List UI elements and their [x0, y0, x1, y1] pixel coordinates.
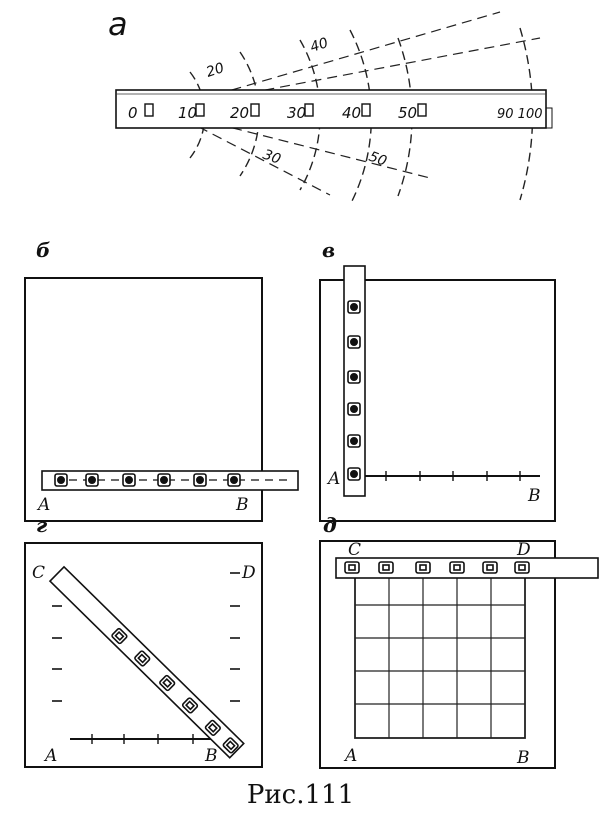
arc-label: 50 [367, 149, 389, 170]
panel-b: б A B [24, 238, 299, 522]
panel-d: д C D A B [319, 513, 599, 769]
label-a: A [343, 746, 357, 766]
ruler-label: 30 [287, 104, 306, 122]
ruler-label: 40 [342, 104, 361, 122]
label-b: B [235, 495, 249, 515]
label-a: A [326, 469, 340, 489]
panel-v-letter: в [322, 238, 335, 262]
panel-a-letter: а [108, 5, 128, 43]
panel-g-letter: г [36, 513, 48, 537]
panel-a: а 0 10 20 30 40 50 90 100 [108, 5, 553, 206]
ruler-labels: 0 10 20 30 40 50 90 100 [128, 104, 543, 122]
label-c: C [348, 540, 361, 560]
ruler-label: 0 [128, 104, 138, 122]
label-a: A [36, 495, 50, 515]
ruler-label: 50 [398, 104, 417, 122]
strip-d-holes [344, 561, 530, 574]
panel-g: г [24, 513, 263, 768]
figure-caption: Рис.111 [246, 780, 355, 810]
board-d [319, 540, 556, 769]
ruler-label: 20 [230, 104, 249, 122]
arc-label: 40 [308, 35, 330, 56]
label-d: D [516, 540, 531, 560]
axis-ticks [385, 471, 521, 481]
label-b: B [516, 748, 530, 768]
strip-d [335, 557, 599, 579]
axis-ticks [91, 734, 194, 744]
strip-b-holes [54, 473, 241, 487]
side-dashes [52, 572, 240, 702]
arc-label: 20 [204, 60, 226, 81]
ruler-holes [144, 103, 427, 117]
ruler-label: 10 [178, 104, 197, 122]
arc-label: 30 [261, 147, 283, 168]
label-d: D [241, 563, 256, 583]
panel-b-letter: б [36, 238, 50, 262]
label-b: B [204, 746, 218, 766]
label-b: B [527, 486, 541, 506]
strip-g [48, 565, 245, 759]
ruler-label: 90 100 [497, 107, 543, 122]
label-a: A [43, 746, 57, 766]
panel-v: в A B [319, 238, 556, 522]
label-c: C [32, 563, 45, 583]
ruler-strip [115, 89, 547, 129]
panel-d-letter: д [323, 513, 337, 537]
strip-v-holes [347, 300, 361, 481]
